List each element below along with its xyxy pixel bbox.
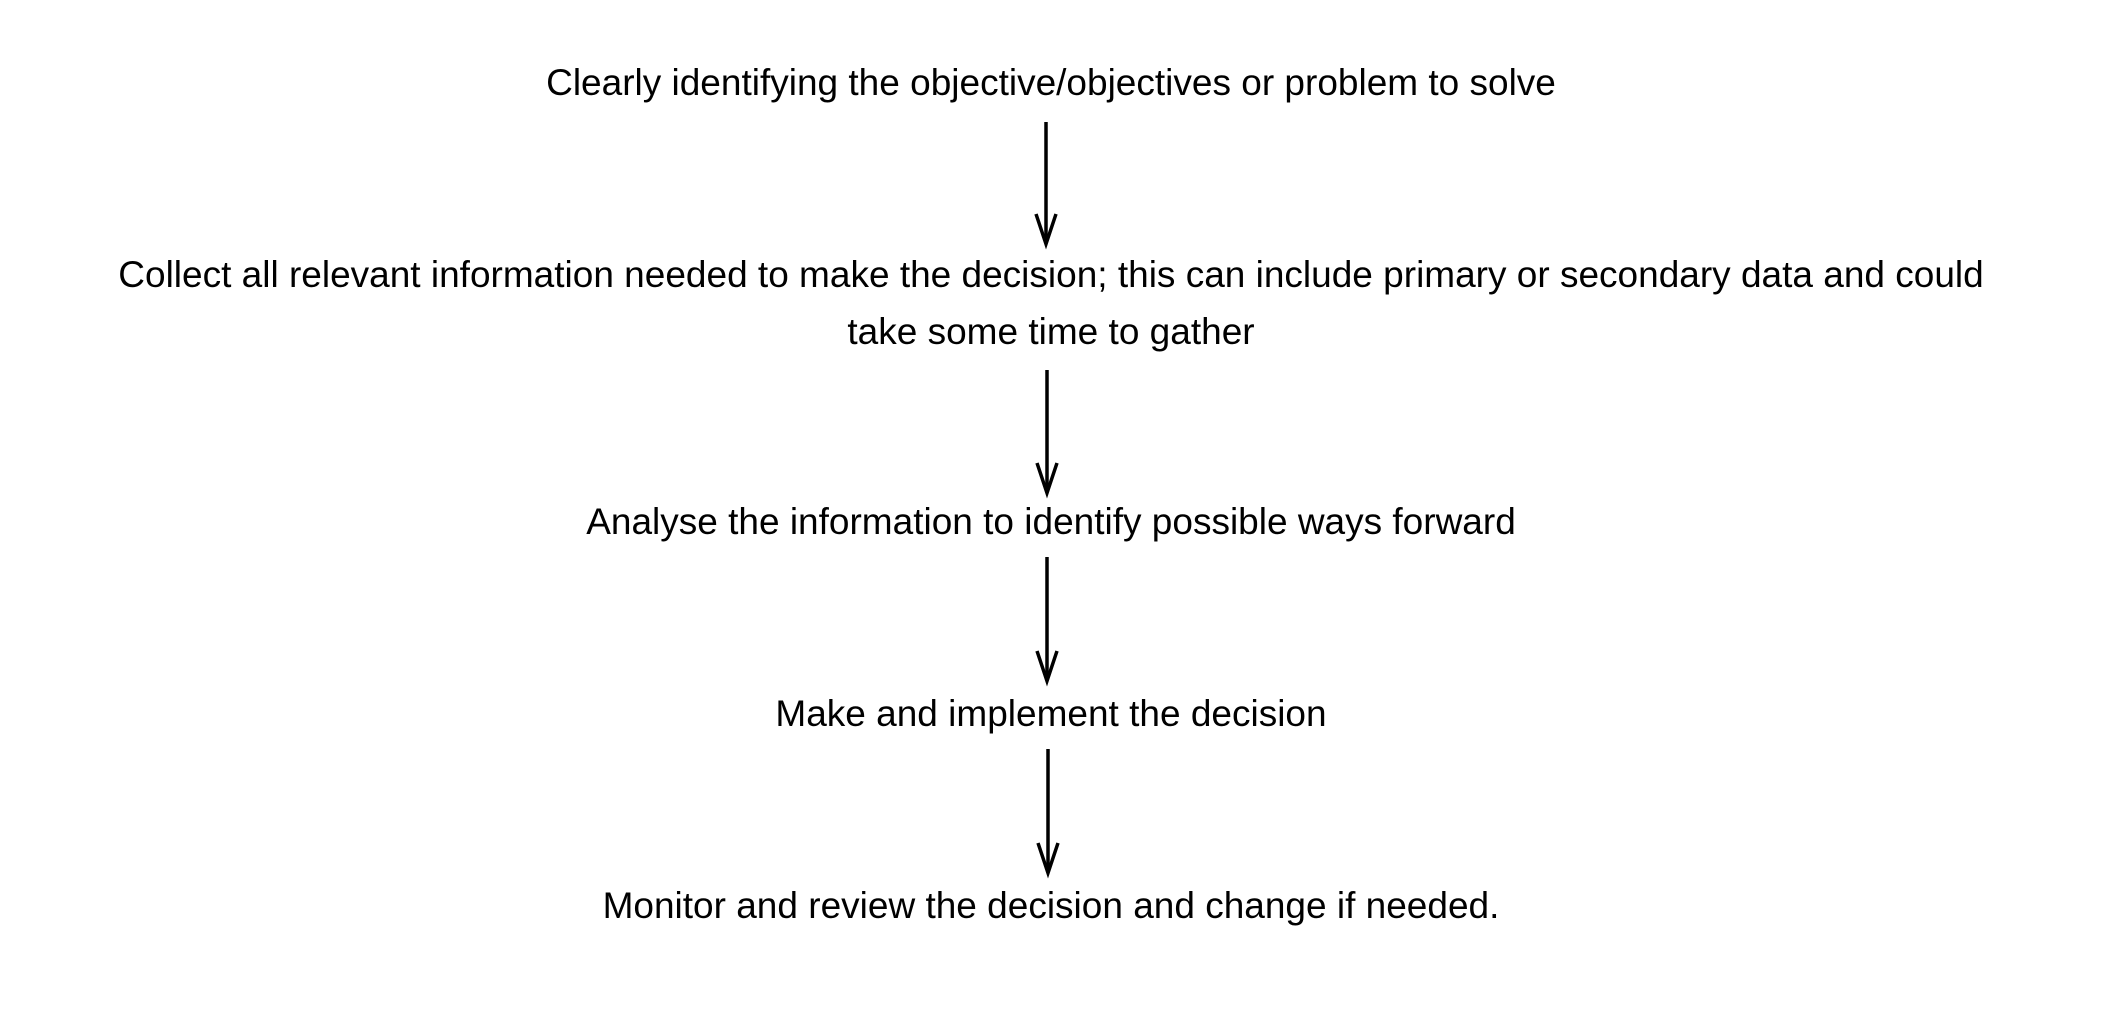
arrow-step2-to-step3 <box>1035 370 1059 499</box>
arrow-step1-to-step2 <box>1034 122 1058 250</box>
arrow-step3-to-step4 <box>1035 557 1059 687</box>
step-make-decision-text: Make and implement the decision <box>775 693 1327 734</box>
step-identify-objective-text: Clearly identifying the objective/object… <box>546 62 1556 103</box>
arrow-step4-to-step5 <box>1036 749 1060 879</box>
step-make-decision: Make and implement the decision <box>0 685 2102 742</box>
arrow-step4-to-step5-head <box>1036 842 1060 879</box>
arrow-step2-to-step3-head <box>1035 462 1059 499</box>
step-collect-information-line-1: Collect all relevant information needed … <box>118 254 1984 295</box>
arrow-step1-to-step2-head <box>1034 213 1058 250</box>
arrow-step3-to-step4-head <box>1035 650 1059 687</box>
step-collect-information: Collect all relevant information needed … <box>0 246 2102 360</box>
step-analyse-information-text: Analyse the information to identify poss… <box>586 501 1516 542</box>
step-monitor-review-text: Monitor and review the decision and chan… <box>602 885 1500 926</box>
step-identify-objective: Clearly identifying the objective/object… <box>0 54 2102 111</box>
step-monitor-review: Monitor and review the decision and chan… <box>0 877 2102 934</box>
step-analyse-information: Analyse the information to identify poss… <box>0 493 2102 550</box>
step-collect-information-line-2: take some time to gather <box>847 311 1255 352</box>
